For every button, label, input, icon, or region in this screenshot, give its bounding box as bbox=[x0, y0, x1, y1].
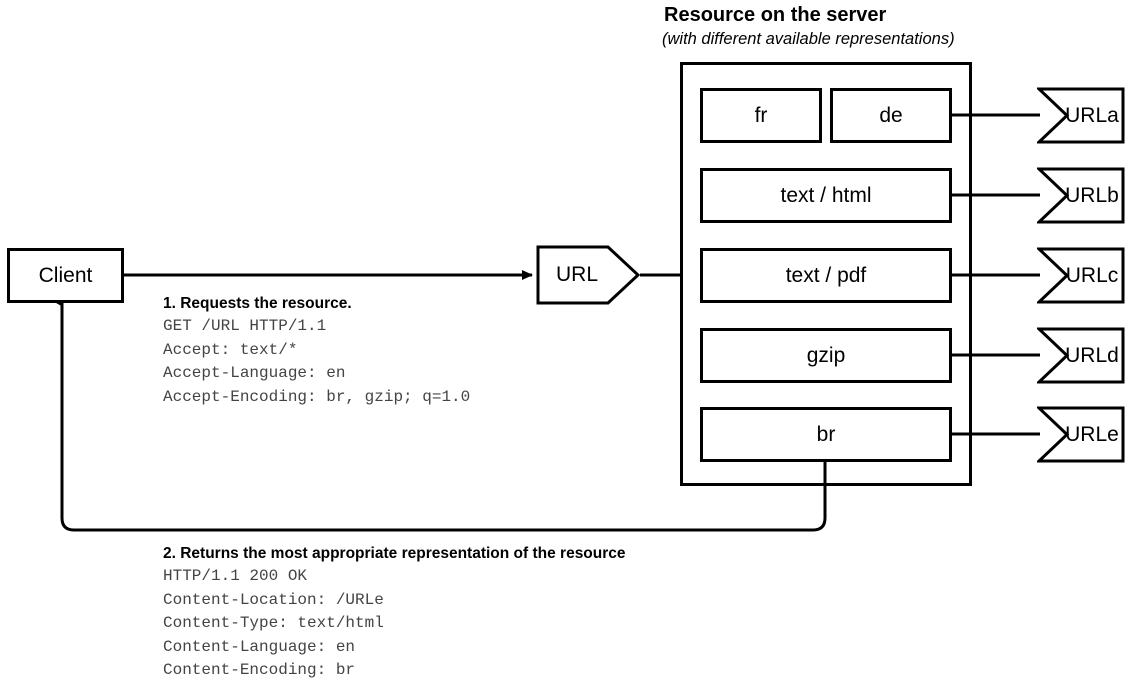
representation-label: text / pdf bbox=[785, 264, 867, 287]
url-variant-label: URLa bbox=[1065, 103, 1119, 127]
representation-label: text / html bbox=[780, 184, 872, 207]
representation-box-text-pdf[interactable]: text / pdf bbox=[700, 248, 952, 303]
url-variant-c[interactable]: URLc bbox=[1037, 247, 1125, 304]
response-header-line: Content-Type: text/html bbox=[163, 614, 384, 633]
representation-label: gzip bbox=[806, 344, 846, 367]
representation-label: fr bbox=[754, 104, 768, 127]
url-variant-shape bbox=[1037, 87, 1125, 144]
representation-label: de bbox=[879, 104, 903, 127]
request-step-title: 1. Requests the resource. bbox=[163, 295, 352, 312]
client-node-label: Client bbox=[38, 264, 93, 287]
url-request-node[interactable]: URL bbox=[536, 245, 640, 305]
representation-box-gzip[interactable]: gzip bbox=[700, 328, 952, 383]
url-variant-d[interactable]: URLd bbox=[1037, 327, 1125, 384]
server-group-subheading: (with different available representation… bbox=[662, 30, 955, 48]
url-variant-b[interactable]: URLb bbox=[1037, 167, 1125, 224]
request-header-line: GET /URL HTTP/1.1 bbox=[163, 317, 327, 335]
url-variant-label: URLb bbox=[1065, 183, 1119, 207]
request-header-line: Accept: text/* bbox=[163, 340, 298, 359]
response-header-line: HTTP/1.1 200 OK bbox=[163, 567, 308, 585]
response-header-line: Content-Location: /URLe bbox=[163, 590, 384, 609]
url-variant-a[interactable]: URLa bbox=[1037, 87, 1125, 144]
url-request-shape bbox=[536, 245, 640, 305]
representation-box-fr[interactable]: fr bbox=[700, 88, 822, 143]
response-header-line: Content-Language: en bbox=[163, 637, 356, 656]
response-header-line: Content-Encoding: br bbox=[163, 661, 356, 680]
url-variant-shape bbox=[1037, 247, 1125, 304]
url-variant-shape bbox=[1037, 327, 1125, 384]
representation-box-de[interactable]: de bbox=[830, 88, 952, 143]
url-variant-label: URLd bbox=[1065, 343, 1119, 367]
response-step-title: 2. Returns the most appropriate represen… bbox=[163, 545, 626, 562]
url-request-label: URL bbox=[555, 263, 598, 286]
representation-box-text-html[interactable]: text / html bbox=[700, 168, 952, 223]
representation-box-br[interactable]: br bbox=[700, 407, 952, 462]
server-group-heading: Resource on the server bbox=[664, 4, 887, 26]
url-variant-shape bbox=[1037, 406, 1125, 463]
representation-label: br bbox=[816, 423, 836, 446]
response-text-block: 2. Returns the most appropriate represen… bbox=[163, 545, 626, 683]
url-variant-label: URLe bbox=[1065, 422, 1119, 446]
url-variant-shape bbox=[1037, 167, 1125, 224]
request-header-line: Accept-Encoding: br, gzip; q=1.0 bbox=[163, 387, 471, 406]
server-resource-frame bbox=[680, 62, 972, 486]
request-header-line: Accept-Language: en bbox=[163, 364, 346, 383]
url-variant-label: URLc bbox=[1065, 263, 1119, 287]
request-text-block: 1. Requests the resource. GET /URL HTTP/… bbox=[163, 295, 470, 409]
url-variant-e[interactable]: URLe bbox=[1037, 406, 1125, 463]
client-node[interactable]: Client bbox=[7, 248, 124, 303]
